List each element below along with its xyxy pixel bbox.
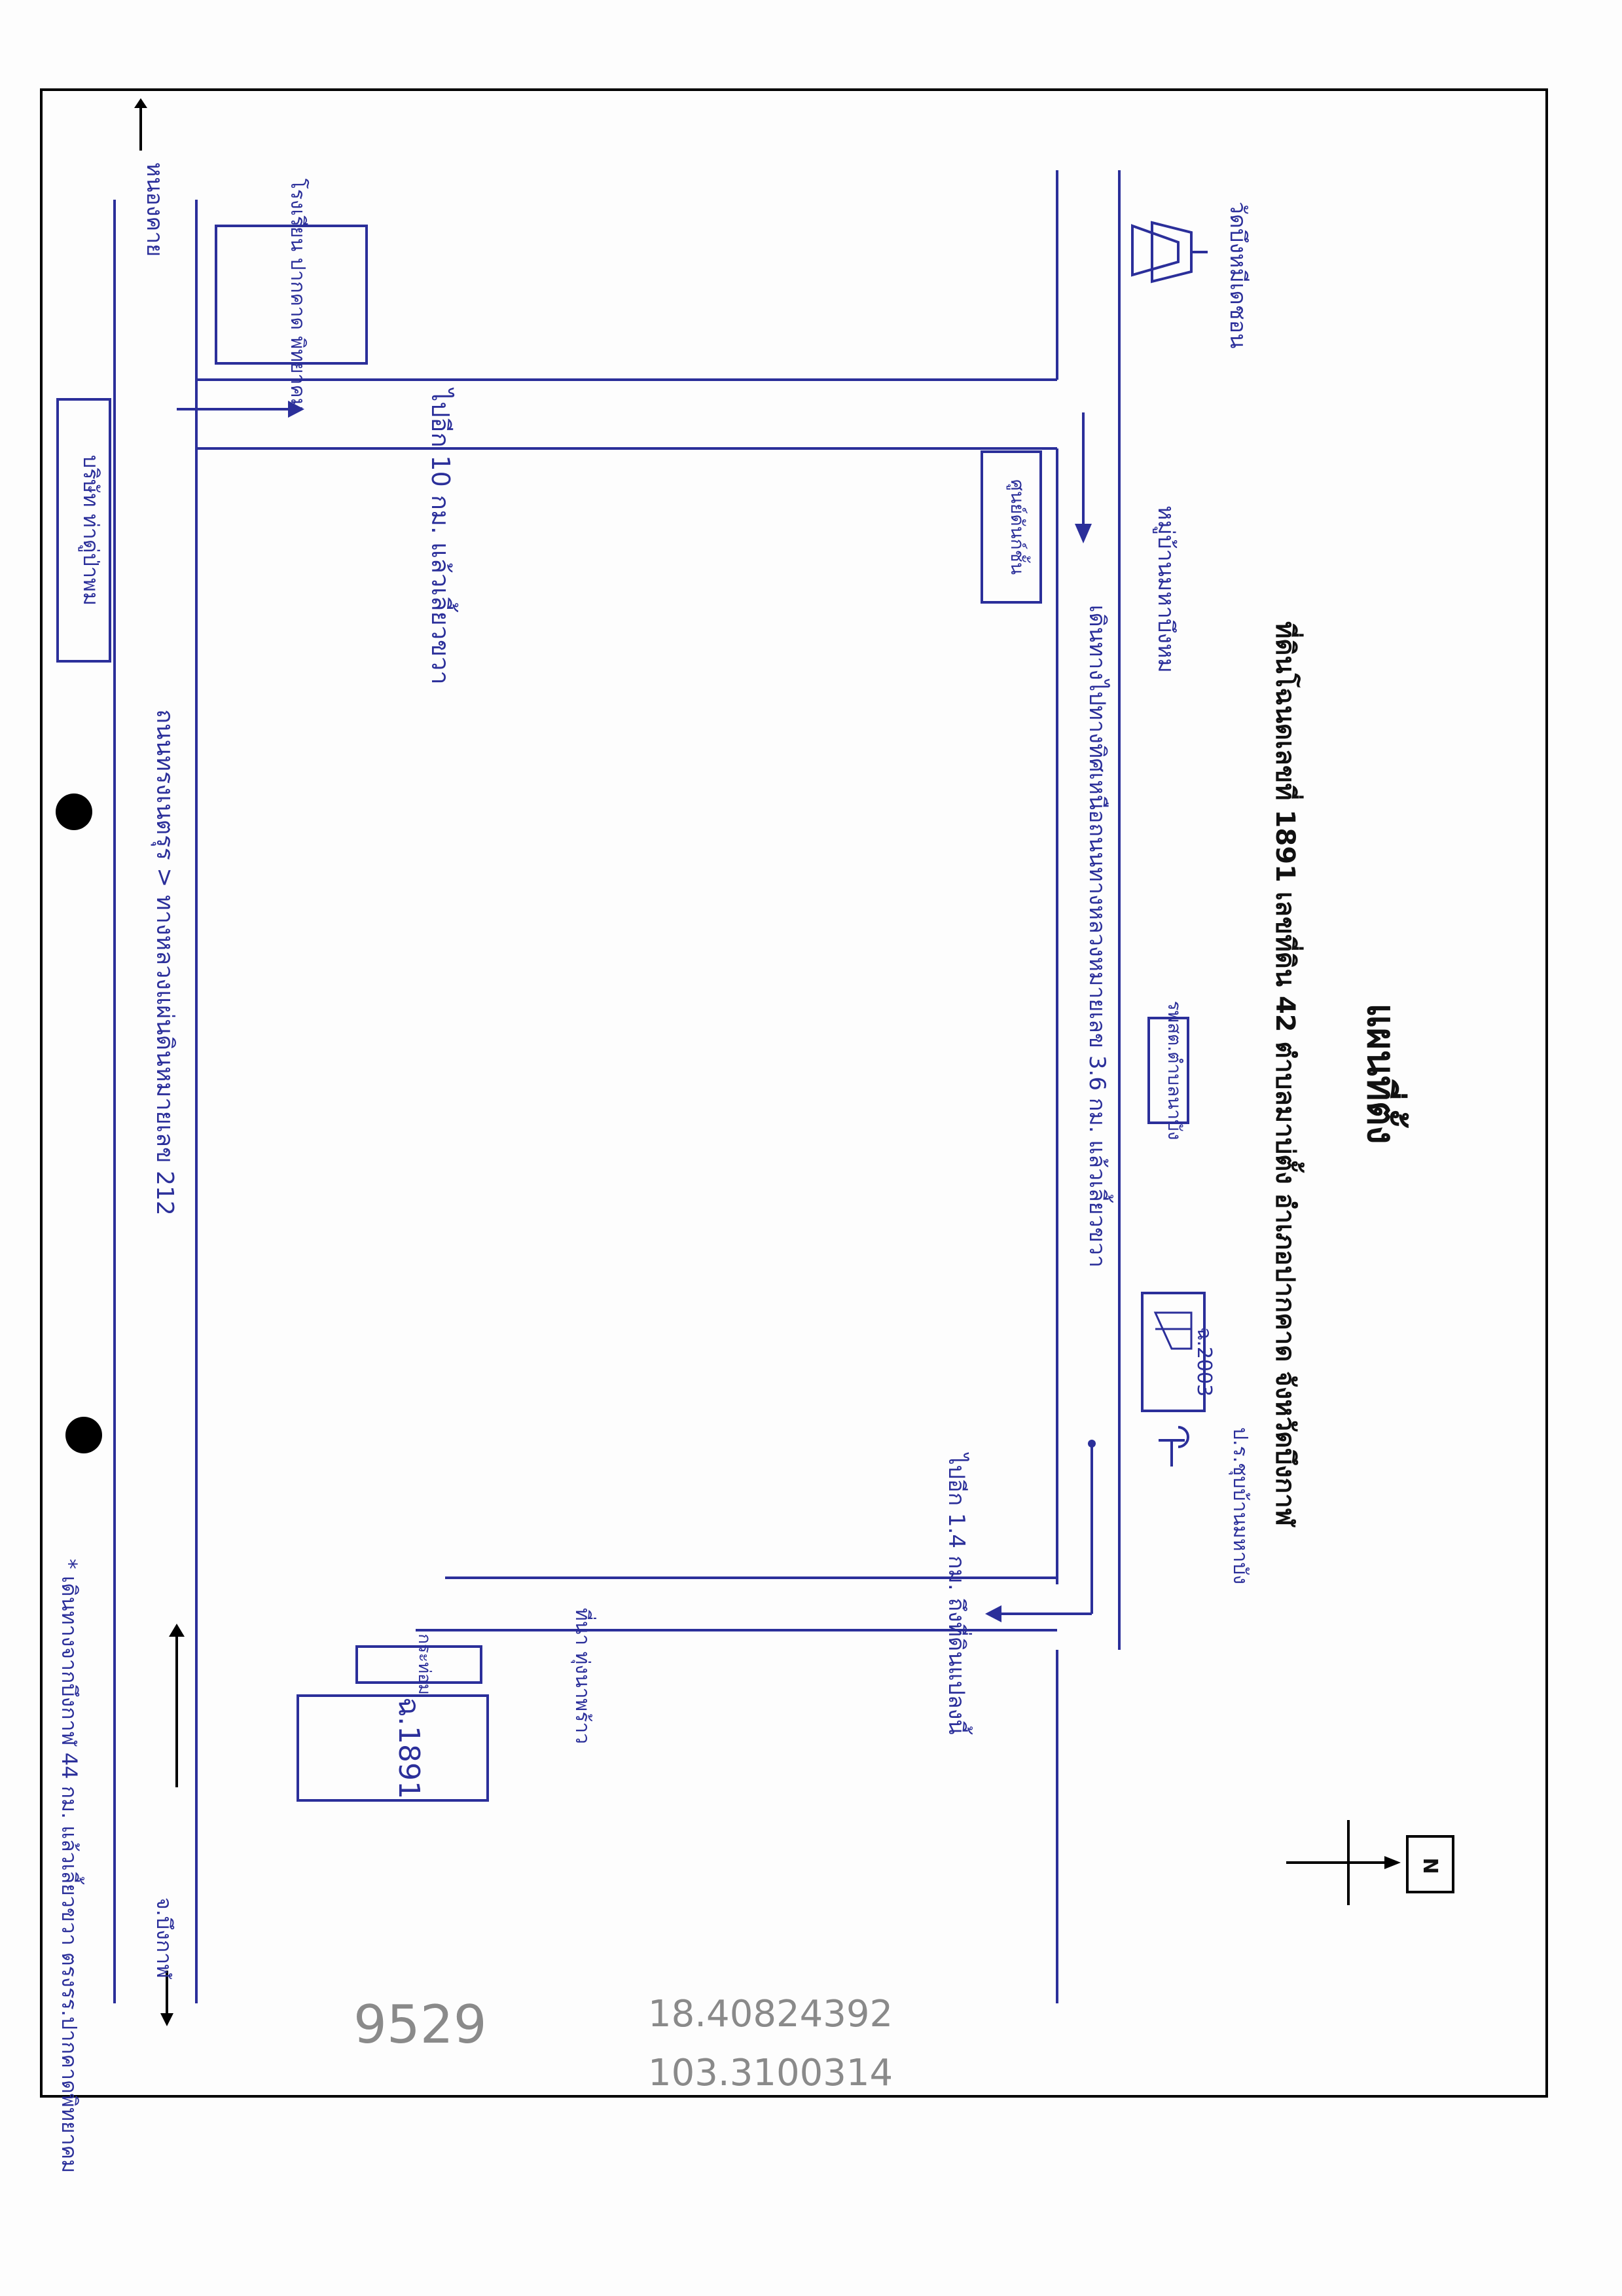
highway-label: ถนนทรงเนตรุร > ทางหลวงแผ่นดินหมายเลข 212 [151,709,178,1216]
temple-icon [1131,221,1208,283]
shop-box [981,450,1042,604]
temple-label: วัดบึงหมีเดชอน [1225,202,1251,349]
punch-hole-top [56,793,92,830]
to-buengkan-label: จ.บึงกาฬ [152,1897,177,1979]
land-2003-box [1141,1292,1206,1412]
land-1891-box [297,1694,489,1802]
water-tank-icon [1159,1426,1189,1467]
direction-10km: ไปอีก 10 กม. แล้วเลี้ยวขวา [426,387,459,684]
house-icon [1153,1311,1193,1350]
rice-field-label: ที่นา ทุ่งนาพร้าว [570,1608,596,1744]
arrowhead-buengkan [160,2013,173,2026]
direction-36km: เดินทางไปทางทิศเหนือถนนทางหลวงหมายเลข 3.… [1084,605,1113,1267]
map-title: แผนที่ตั้ง [1359,1003,1409,1144]
route-arrowhead-2 [1075,524,1092,543]
north-label: N [1418,1857,1441,1874]
hut-label: กระท่อม [414,1633,434,1695]
page-frame [40,88,1548,2098]
route-dot [1088,1440,1096,1448]
route-arrowhead-1 [288,401,304,418]
health-label: รพสต.ตำบลนาบัง [1164,1001,1185,1140]
hut-box [355,1645,482,1684]
latitude: 18.40824392 [648,1993,893,2035]
longitude: 103.3100314 [648,2052,893,2094]
punch-hole-bottom [65,1417,102,1453]
arrowhead-up [169,1624,185,1637]
direction-14km: ไปอีก 1.4 กม. ถึงที่ดินแปลงนี้ [943,1451,973,1735]
land-2003-label: ฉ.2003 [1193,1327,1216,1396]
north-arrow [1286,1820,1454,1905]
map-subtitle: ที่ดินโฉนดเลขที่ 1891 เลขที่ดิน 42 ตำบลม… [1270,621,1305,1528]
direction-note: * เดินทางจากบึงกาฬ 44 กม. แล้วเลี้ยวขวา … [57,1559,84,2173]
arrowhead-nongkhai [134,98,147,108]
school-label: โรงเรียน ปากคาด พิทยาคม [286,179,310,411]
ref-number: 9529 [353,1994,487,2055]
health-box [1147,1017,1189,1124]
company-label: บริษัท ท่าดู่ป่าพม [78,455,103,606]
to-nongkhai-label: หนองคาย [141,162,168,257]
water-tank-label: ป.ร.ชุบบ้านมหาบัง [1228,1427,1252,1584]
village-label: หมู่บ้านมหาบึงหม [1153,505,1179,673]
shop-label: ศูนย์ดันก์ชั้น [1006,479,1031,575]
route-arrowhead-3 [985,1605,1001,1622]
company-box [56,398,111,663]
land-1891-label: ฉ.1891 [392,1697,425,1799]
school-box [215,225,368,365]
